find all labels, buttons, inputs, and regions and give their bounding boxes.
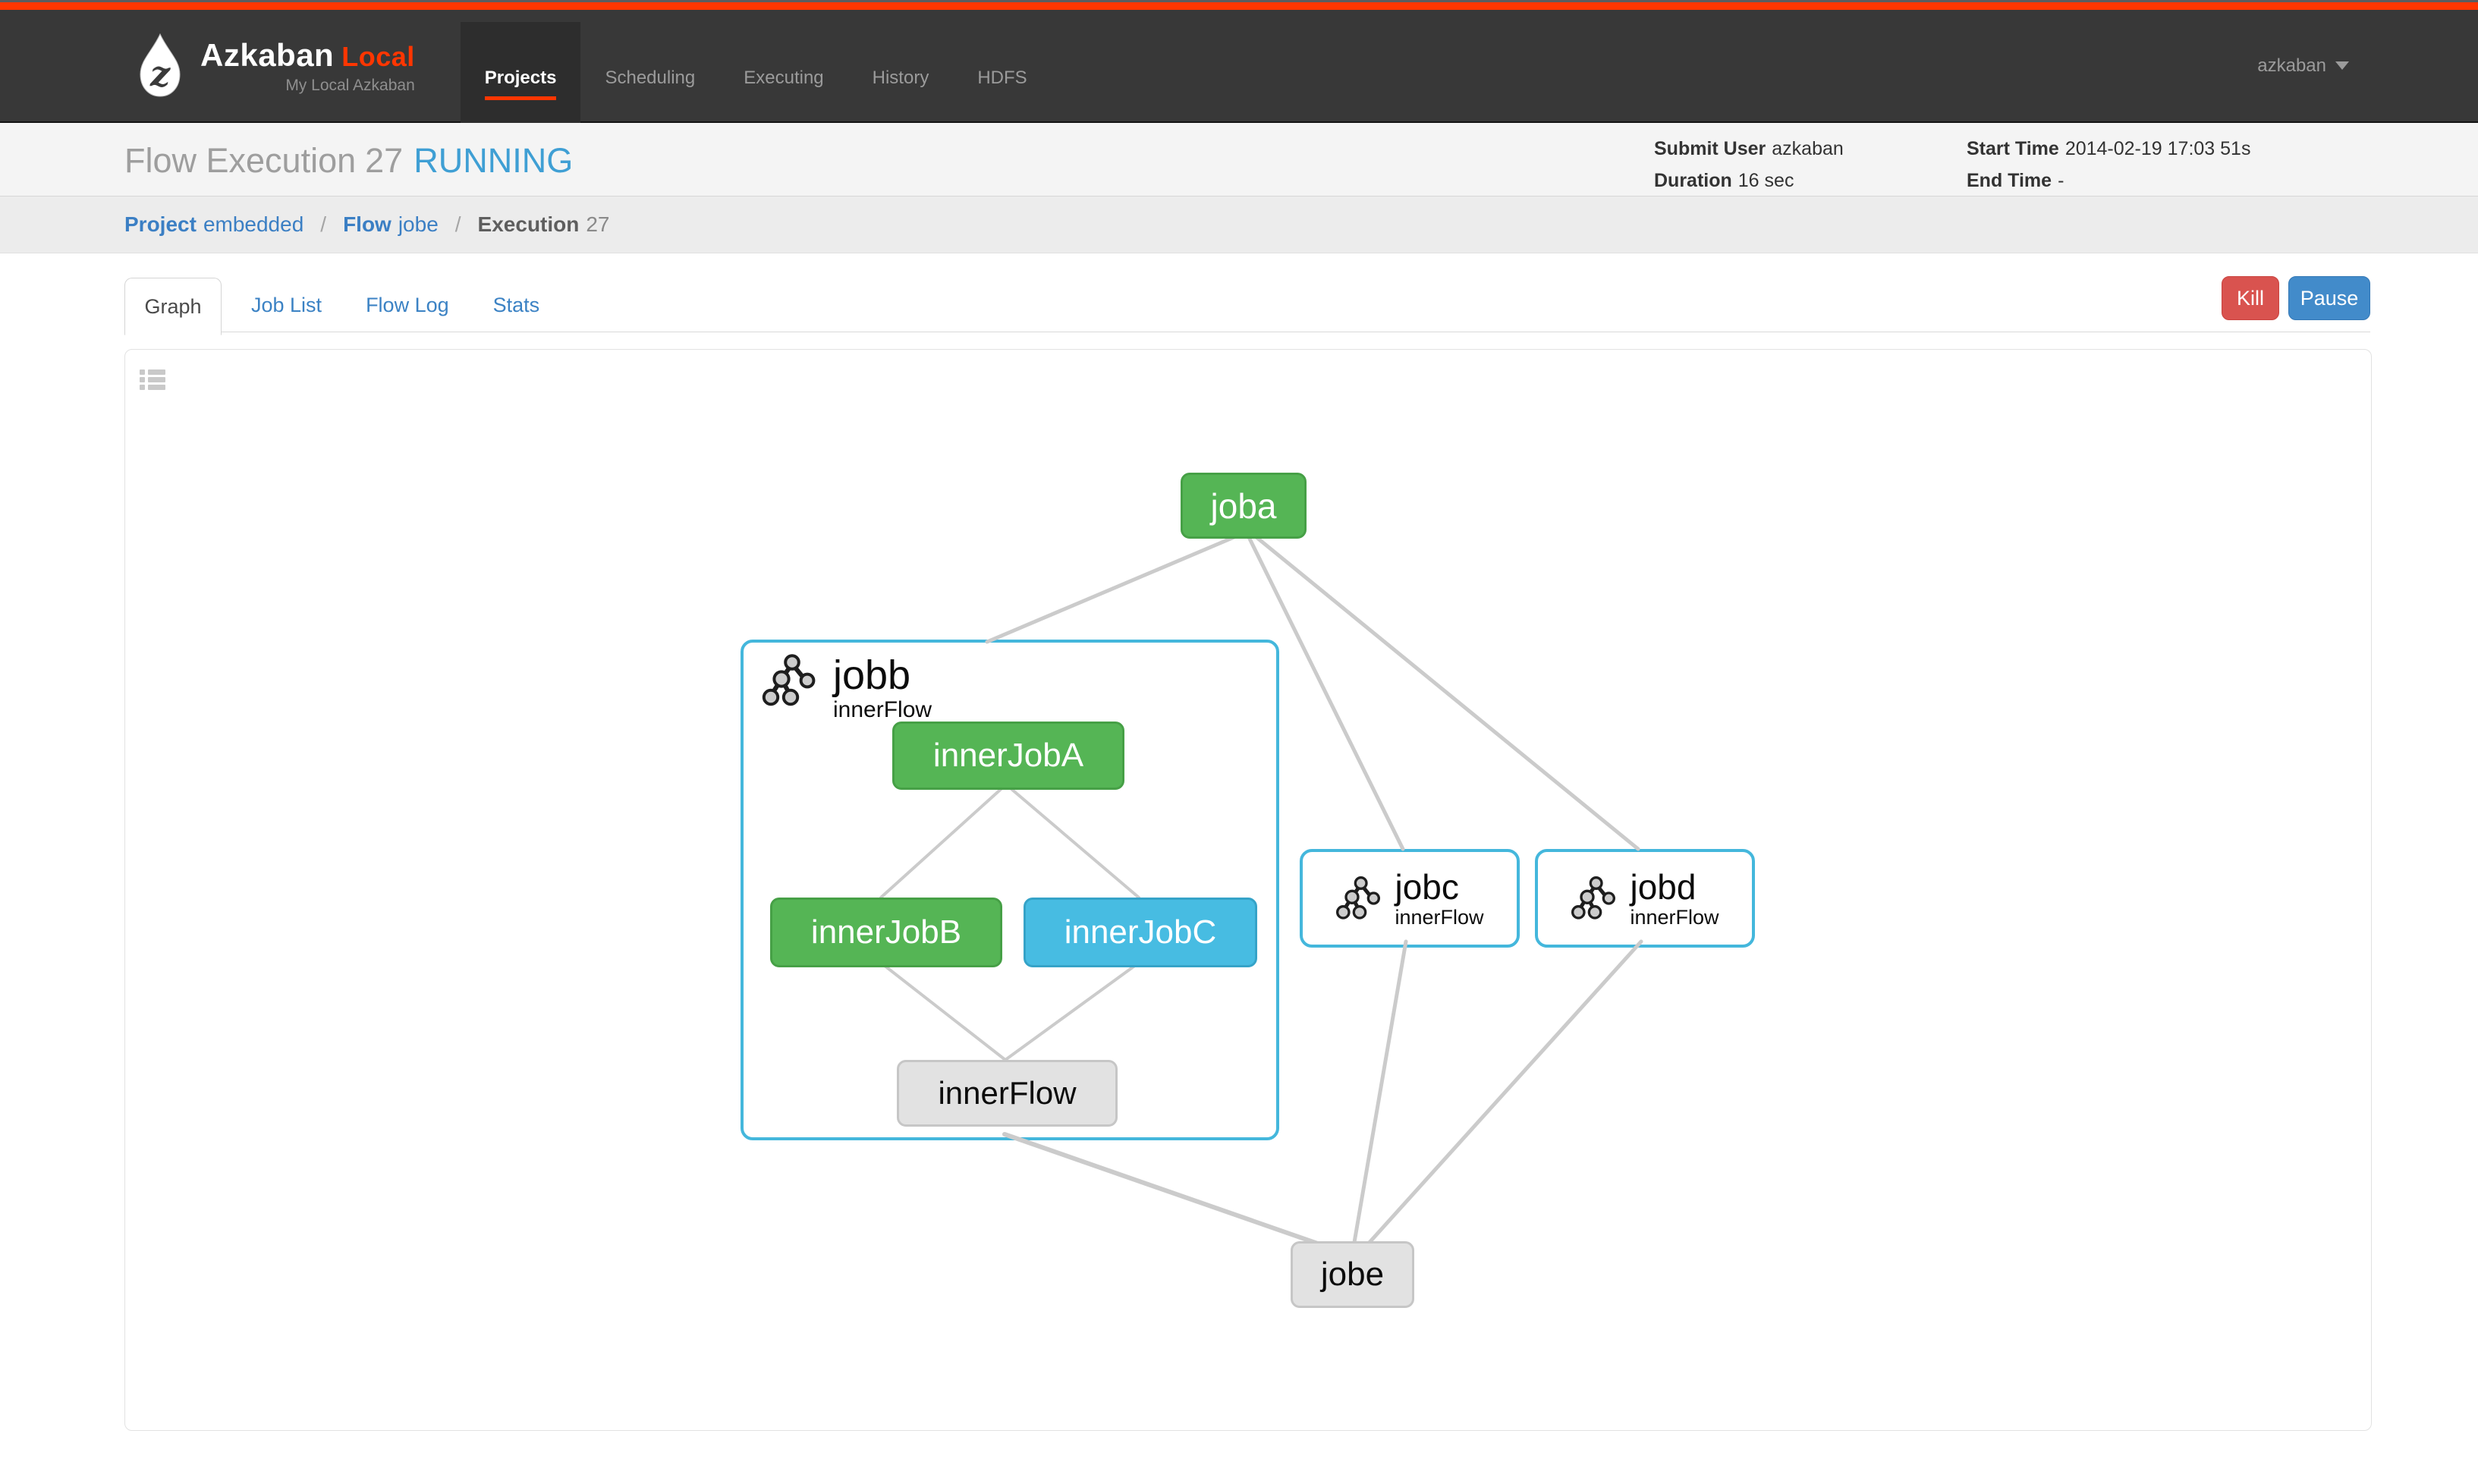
edge-joba-jobb [985, 532, 1244, 644]
execution-id: 27 [365, 141, 404, 180]
azkaban-logo-icon: z [140, 33, 181, 97]
flow-tree-icon [762, 654, 816, 706]
nav-items: Projects Scheduling Executing History HD… [460, 22, 1052, 134]
list-icon [140, 369, 165, 390]
flow-box-titles: jobd innerFlow [1630, 868, 1719, 929]
flow-node-subtitle: innerFlow [833, 697, 932, 722]
brand-accent: Local [341, 40, 415, 72]
breadcrumb-separator: / [320, 212, 327, 236]
flow-tree-icon [1571, 876, 1616, 920]
nav-item-hdfs[interactable]: HDFS [977, 67, 1027, 88]
edge-jobc-jobe [1351, 939, 1408, 1253]
breadcrumb-separator: / [454, 212, 461, 236]
brand-subtitle: My Local Azkaban [285, 76, 415, 94]
flow-box-titles: jobb innerFlow [833, 653, 932, 723]
flow-node-title: jobd [1630, 866, 1697, 907]
user-menu[interactable]: azkaban [2257, 10, 2349, 121]
edge-jobb-jobe [1002, 1132, 1346, 1255]
flow-box-titles: jobc innerFlow [1395, 868, 1483, 929]
graph-options-button[interactable] [137, 368, 168, 392]
tab-job-list[interactable]: Job List [251, 293, 322, 316]
flow-node-title: jobc [1395, 866, 1459, 907]
job-node-joba[interactable]: joba [1181, 473, 1307, 539]
nav-item-projects[interactable]: Projects [460, 22, 581, 134]
flow-node-title: jobb [833, 652, 911, 698]
nav-item-history[interactable]: History [872, 67, 929, 88]
brand-accent-bar [0, 2, 2478, 10]
svg-text:z: z [149, 53, 171, 94]
edge-joba-jobd [1250, 532, 1640, 851]
tab-flow-log[interactable]: Flow Log [366, 293, 449, 316]
job-node-innerJobB[interactable]: innerJobB [770, 898, 1002, 967]
job-node-innerFlow[interactable]: innerFlow [897, 1060, 1118, 1127]
flow-title-text: Flow Execution [124, 141, 357, 180]
tab-stats[interactable]: Stats [492, 293, 540, 316]
window-top-edge [0, 0, 2478, 2]
brand-name: Azkaban [200, 36, 335, 73]
flow-node-jobc[interactable]: jobc innerFlow [1300, 849, 1520, 948]
tab-graph[interactable]: Graph [124, 278, 222, 335]
chevron-down-icon [2335, 61, 2349, 70]
flow-node-jobd[interactable]: jobd innerFlow [1535, 849, 1755, 948]
meta-end-time: End Time- [1967, 170, 2064, 191]
flow-node-subtitle: innerFlow [1630, 905, 1719, 929]
status-badge: RUNNING [414, 141, 574, 180]
pause-button[interactable]: Pause [2288, 276, 2370, 320]
nav-item-executing[interactable]: Executing [744, 67, 824, 88]
flow-actions: Kill Pause [2222, 276, 2370, 320]
flow-graph-panel: jobb innerFlow jobc innerFlow [124, 349, 2372, 1431]
job-node-innerJobA[interactable]: innerJobA [892, 722, 1124, 790]
flow-tree-icon [1336, 876, 1381, 920]
tab-links: Job List Flow Log Stats [231, 278, 564, 332]
nav-item-scheduling[interactable]: Scheduling [605, 67, 696, 88]
edge-jobd-jobe [1357, 939, 1643, 1256]
flow-node-subtitle: innerFlow [1395, 905, 1484, 929]
kill-button[interactable]: Kill [2222, 276, 2279, 320]
user-name: azkaban [2257, 55, 2326, 76]
job-node-jobe[interactable]: jobe [1291, 1241, 1414, 1308]
job-node-innerJobC[interactable]: innerJobC [1024, 898, 1257, 967]
